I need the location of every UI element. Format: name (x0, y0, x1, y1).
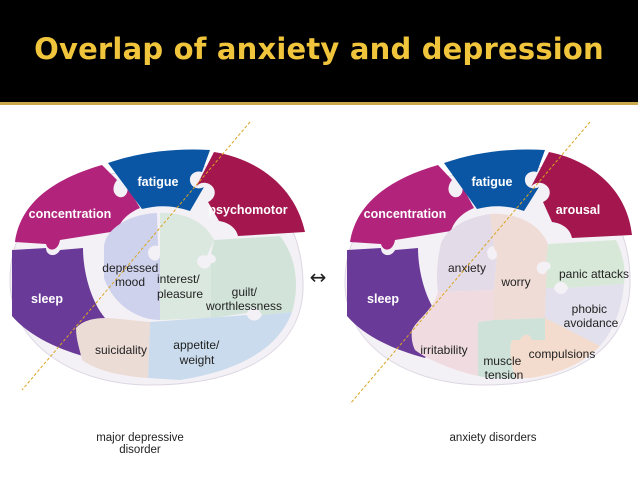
right-anxiety-label: anxiety (448, 261, 486, 275)
right-panic-attacks-label: panic attacks (559, 267, 629, 281)
left-interest-line: interest/ (157, 272, 200, 286)
left-concentration-piece (15, 165, 140, 250)
right-panic-piece (546, 240, 625, 288)
right-concentration-label: concentration (364, 207, 447, 221)
right-muscle-piece (478, 318, 545, 379)
right-arousal-label: arousal (556, 203, 600, 217)
right-anxiety-diagram: concentration fatigue arousal sleep anxi… (344, 121, 632, 405)
left-depressed-mood-piece (104, 213, 160, 320)
overlap-arrow: ↔ (310, 265, 327, 289)
right-irritability-piece (411, 290, 494, 376)
right-sleep-label: sleep (367, 292, 399, 306)
left-concentration-label: concentration (29, 207, 112, 221)
left-guilt-label: guilt/ worthlessness (205, 285, 282, 313)
left-sleep-label: sleep (31, 292, 63, 306)
left-dashed-guide-line (21, 121, 251, 391)
left-depressed-line: depressed (102, 261, 158, 275)
right-worry-label: worry (500, 275, 530, 289)
left-appetite-line: appetite/ (173, 338, 220, 352)
left-suicidality-piece (76, 318, 150, 378)
left-mood-line: mood (115, 275, 145, 289)
right-muscle-line: muscle (483, 354, 521, 368)
left-interest-label: interest/ pleasure (157, 272, 203, 301)
left-caption: major depressive disorder (80, 432, 200, 456)
right-fatigue-label: fatigue (472, 175, 513, 189)
right-compulsions-label: compulsions (529, 347, 596, 361)
right-avoidance-line: avoidance (564, 316, 619, 330)
left-interest-piece (160, 212, 214, 320)
right-irritability-label: irritability (420, 343, 467, 357)
left-guilt-piece (211, 236, 296, 318)
left-depression-diagram: concentration fatigue psychomotor sleep … (9, 121, 305, 391)
left-depressed-mood-label: depressed mood (102, 261, 161, 289)
right-phobic-avoidance-label: phobic avoidance (564, 302, 619, 330)
left-suicidality-label: suicidality (95, 343, 147, 357)
left-pleasure-line: pleasure (157, 287, 203, 301)
right-fatigue-piece (444, 149, 545, 211)
right-arousal-piece (531, 152, 632, 238)
left-guilt-line: guilt/ (232, 285, 258, 299)
left-fatigue-piece (108, 149, 210, 211)
left-caption-line-2: disorder (119, 444, 161, 456)
right-muscle-tension-label: muscle tension (483, 354, 524, 382)
left-weight-line: weight (179, 353, 215, 367)
title-bar: Overlap of anxiety and depression (0, 0, 638, 105)
right-worry-piece (490, 213, 548, 320)
left-appetite-label: appetite/ weight (173, 338, 222, 367)
right-compulsions-piece (510, 318, 600, 378)
left-appetite-piece (148, 312, 292, 380)
right-tension-line: tension (485, 368, 524, 382)
diagram-canvas: concentration fatigue psychomotor sleep … (9, 121, 632, 405)
left-psychomotor-label: psychomotor (208, 203, 287, 217)
right-caption-line-1: anxiety disorders (449, 432, 537, 444)
right-anxiety-piece (436, 214, 497, 292)
left-caption-line-1: major depressive (96, 432, 184, 444)
left-worthlessness-line: worthlessness (205, 299, 282, 313)
right-caption: anxiety disorders (428, 432, 558, 444)
right-phobic-line: phobic (572, 302, 607, 316)
right-phobic-piece (545, 284, 624, 346)
left-psychomotor-piece (196, 152, 305, 236)
right-dashed-guide-line (349, 121, 591, 405)
slide-title: Overlap of anxiety and depression (34, 32, 604, 66)
right-concentration-piece (350, 165, 474, 250)
left-fatigue-label: fatigue (138, 175, 179, 189)
